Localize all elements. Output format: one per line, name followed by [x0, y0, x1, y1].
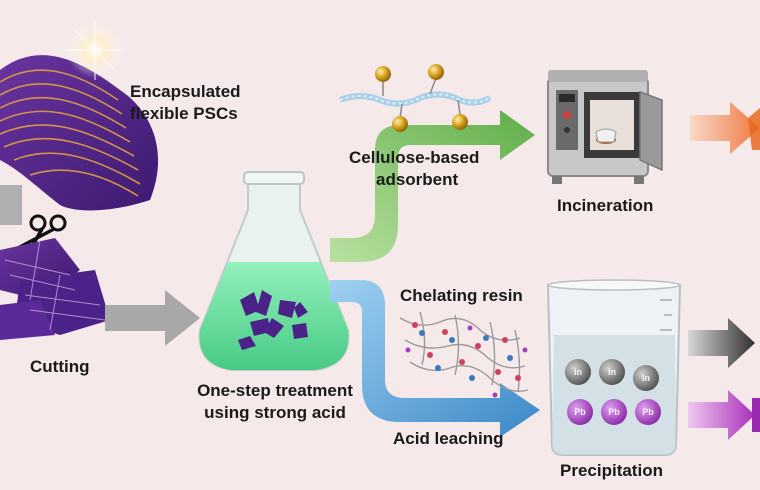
dark-output-arrow	[688, 318, 755, 368]
in-label: In	[642, 373, 650, 383]
down-arrow	[0, 185, 22, 225]
flexible-pscs-label: flexible PSCs	[130, 104, 238, 123]
orange-output-arrow	[690, 102, 760, 154]
furnace-icon	[547, 70, 663, 184]
in-label: In	[574, 367, 582, 377]
flexible-psc-film-icon	[0, 20, 159, 211]
cut-film-pieces-icon	[0, 238, 110, 340]
green-arrow-to-incineration	[330, 110, 535, 262]
in-label: In	[608, 367, 616, 377]
one-step-treatment-label: One-step treatment	[197, 381, 353, 400]
in-ball	[565, 359, 659, 391]
blue-arrow-to-precipitation	[330, 280, 540, 437]
cellulose-adsorbent-icon	[338, 64, 492, 132]
encapsulated-label: Encapsulated	[130, 82, 241, 101]
chelating-resin-icon	[399, 311, 529, 398]
precipitation-label: Precipitation	[560, 461, 663, 480]
incineration-label: Incineration	[557, 196, 654, 215]
cutting-label: Cutting	[30, 357, 90, 376]
cellulose-based-label: Cellulose-based	[349, 148, 480, 167]
pb-label: Pb	[574, 407, 586, 417]
acid-leaching-label: Acid leaching	[393, 429, 504, 448]
using-strong-acid-label: using strong acid	[204, 403, 346, 422]
pb-label: Pb	[642, 407, 654, 417]
gray-arrow-to-flask	[105, 290, 200, 346]
chelating-resin-label: Chelating resin	[400, 286, 523, 305]
adsorbent-label: adsorbent	[376, 170, 459, 189]
magenta-output-arrow	[688, 390, 755, 440]
erlenmeyer-flask-icon	[198, 171, 350, 371]
pb-ball	[567, 399, 661, 425]
pb-label: Pb	[608, 407, 620, 417]
